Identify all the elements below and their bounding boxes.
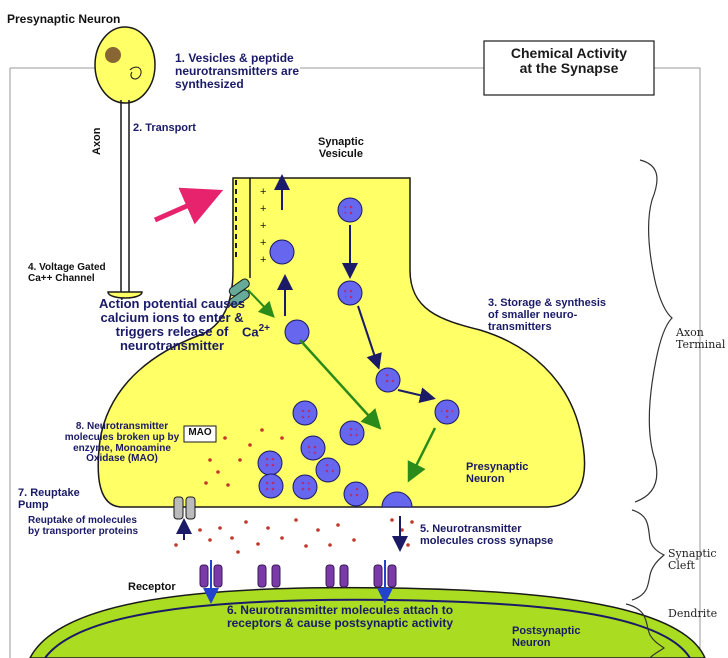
axon-label: Axon [92, 128, 104, 156]
calcium-label: Ca2+ [242, 324, 270, 339]
step-5-label: 5. Neurotransmitter molecules cross syna… [420, 524, 553, 548]
vesicle-core [344, 287, 356, 299]
calcium-charge: 2+ [259, 323, 270, 334]
precursor-molecule [285, 320, 309, 344]
step-4-label: 4. Voltage Gated Ca++ Channel [28, 263, 106, 285]
vesicle-core [441, 406, 453, 418]
mao-label: MAO [184, 428, 216, 439]
reuptake-pump [174, 497, 183, 519]
axon-shaft [121, 100, 129, 292]
calcium-symbol: Ca [242, 324, 259, 339]
nucleus [105, 47, 121, 63]
title-presynaptic: Presynaptic Neuron [7, 13, 120, 26]
postsynaptic-neuron-label: Postsynaptic Neuron [512, 626, 580, 650]
vesicle-core [344, 204, 356, 216]
step-7-label: 7. Reuptake Pump [18, 488, 80, 512]
membrane-plus: + [260, 203, 266, 215]
step-3-label: 3. Storage & synthesis of smaller neuro-… [488, 298, 606, 334]
precursor-molecule [270, 240, 294, 264]
transport-arrow [155, 194, 214, 220]
step-2-label: 2. Transport [133, 123, 196, 135]
synaptic-cleft-bracket-label: Synaptic Cleft [668, 548, 717, 572]
membrane-plus: + [260, 186, 266, 198]
step-8-label: 8. Neurotransmitter molecules broken up … [42, 422, 202, 465]
presynaptic-neuron-label: Presynaptic Neuron [466, 462, 528, 486]
reuptake-pump [186, 497, 195, 519]
axon-terminal-bracket-label: Axon Terminal [676, 327, 725, 351]
bracket-synaptic-cleft [632, 510, 664, 600]
vesicle-core [382, 374, 394, 386]
receptor-group [200, 565, 396, 587]
receptor-label: Receptor [128, 582, 176, 594]
step-6-label: 6. Neurotransmitter molecules attach to … [185, 604, 495, 630]
synaptic-vesicle-label: Synaptic Vesicule [318, 137, 364, 161]
membrane-plus: + [260, 254, 266, 266]
bracket-axon-terminal [635, 160, 672, 502]
title-box-text: Chemical Activity at the Synapse [484, 46, 654, 76]
cell-body [95, 27, 155, 103]
membrane-plus: + [260, 237, 266, 249]
step-7b-label: Reuptake of molecules by transporter pro… [28, 516, 138, 538]
dendrite-bracket-label: Dendrite [668, 608, 717, 620]
step-1-label: 1. Vesicles & peptide neurotransmitters … [175, 52, 299, 91]
membrane-plus: + [260, 220, 266, 232]
